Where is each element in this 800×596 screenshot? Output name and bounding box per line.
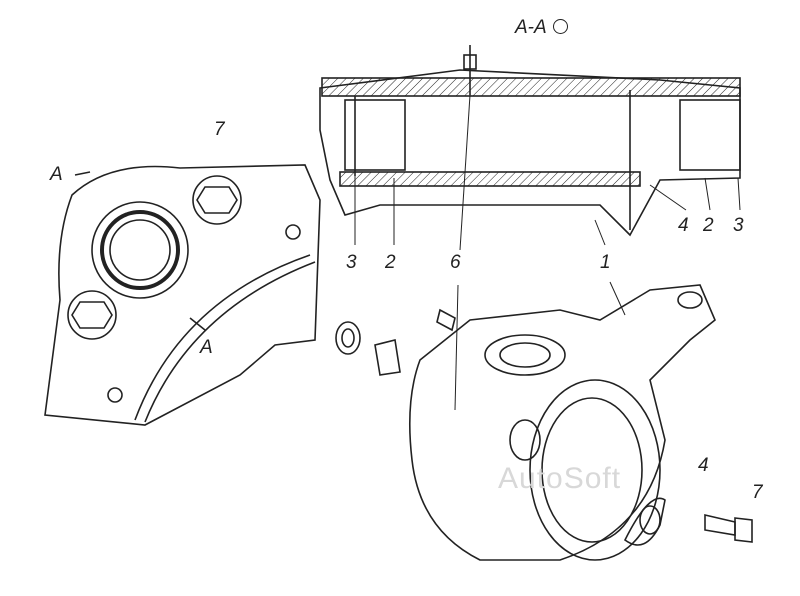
leader-lines — [354, 94, 741, 411]
section-mark-left: A — [50, 164, 63, 185]
callout-1: 1 — [600, 252, 611, 273]
callout-4-section: 4 — [678, 215, 689, 236]
exploded-parts — [335, 284, 753, 561]
callout-7-bolt: 7 — [752, 482, 763, 503]
rotated-view-icon — [552, 19, 568, 34]
section-mark-lower: A — [200, 337, 213, 358]
callout-6: 6 — [450, 252, 461, 273]
callout-3-section: 3 — [733, 215, 744, 236]
section-title-text: A-A — [515, 17, 547, 38]
section-title: A-A — [515, 18, 568, 37]
callout-7-left: 7 — [214, 119, 225, 140]
left-flange-view — [44, 164, 321, 426]
section-view — [319, 45, 741, 237]
callout-2-section: 2 — [703, 215, 714, 236]
callout-2-left: 2 — [385, 252, 396, 273]
watermark: AutoSoft — [498, 462, 622, 495]
callout-4-cover: 4 — [698, 455, 709, 476]
callout-3-left: 3 — [346, 252, 357, 273]
